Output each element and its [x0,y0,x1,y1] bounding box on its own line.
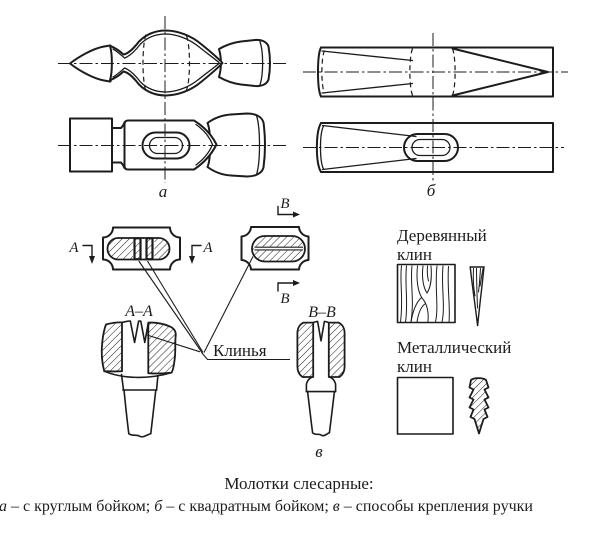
wood-grain-square [396,263,456,324]
wooden-wedge-grain [472,268,484,309]
section-cut-mark-b-top: В [277,196,300,218]
caption: Молотки слесарные: а – с круглым бойком;… [0,474,533,515]
head-section-left [100,321,123,373]
section-cut-mark-a-right: А [189,240,213,264]
wedges-callout: Клинья [138,256,290,361]
handle-top-with-wedge-slot [312,320,330,342]
handle-top-with-wedge-slots [121,320,150,344]
arrow-down-icon [189,256,195,264]
section-cut-mark-b-bottom: В [277,280,300,307]
section-mark-b: В [280,291,289,307]
metal-wedge-label-line2: клин [397,357,432,376]
hammer-b-top-view [317,46,554,98]
metal-wedge-label-line1: Металлический [397,338,511,357]
wedge-bar-1 [133,237,142,261]
handle-break-line [311,432,331,437]
section-title-aa: А–А [124,303,153,320]
caption-title: Молотки слесарные: [224,474,373,493]
caption-subtitle: а – с круглым бойком; б – с квадратным б… [0,498,533,515]
wooden-wedge-shape [469,266,485,327]
section-mark-a: А [68,240,79,256]
wedge-bar-2 [145,237,154,261]
eye-top-view-two-wedges: А А [68,226,213,271]
section-mark-b: В [280,196,289,212]
section-title-bb: В–В [308,304,336,321]
head-section-left [296,321,315,378]
section-view-b-b: В–В [296,304,346,437]
handle-break-line [128,432,152,438]
part-label-v: в [315,442,323,461]
center-lines [58,16,568,183]
metal-square [396,376,454,435]
section-mark-a: А [202,240,213,256]
part-label-a: а [159,182,168,201]
wooden-wedge-legend: Деревянный клин [396,226,487,327]
wood-grain-lines [400,265,450,323]
arrow-right-icon [293,211,300,218]
wedges-callout-label: Клинья [213,341,267,360]
arrow-right-icon [293,280,300,286]
barbed-metal-wedge [468,377,490,435]
part-label-b: б [427,181,436,200]
section-cut-mark-a-left: А [68,240,95,264]
arrow-down-icon [89,256,95,264]
section-view-a-a: А–А [100,303,177,438]
head-section-right [327,321,346,378]
metal-wedge-legend: Металлический клин [396,338,511,435]
wooden-wedge-label-line2: клин [397,245,432,264]
eye-top-view-long-wedge: В В [240,196,310,307]
wooden-wedge-label-line1: Деревянный [397,226,487,245]
head-section-right [147,321,177,375]
